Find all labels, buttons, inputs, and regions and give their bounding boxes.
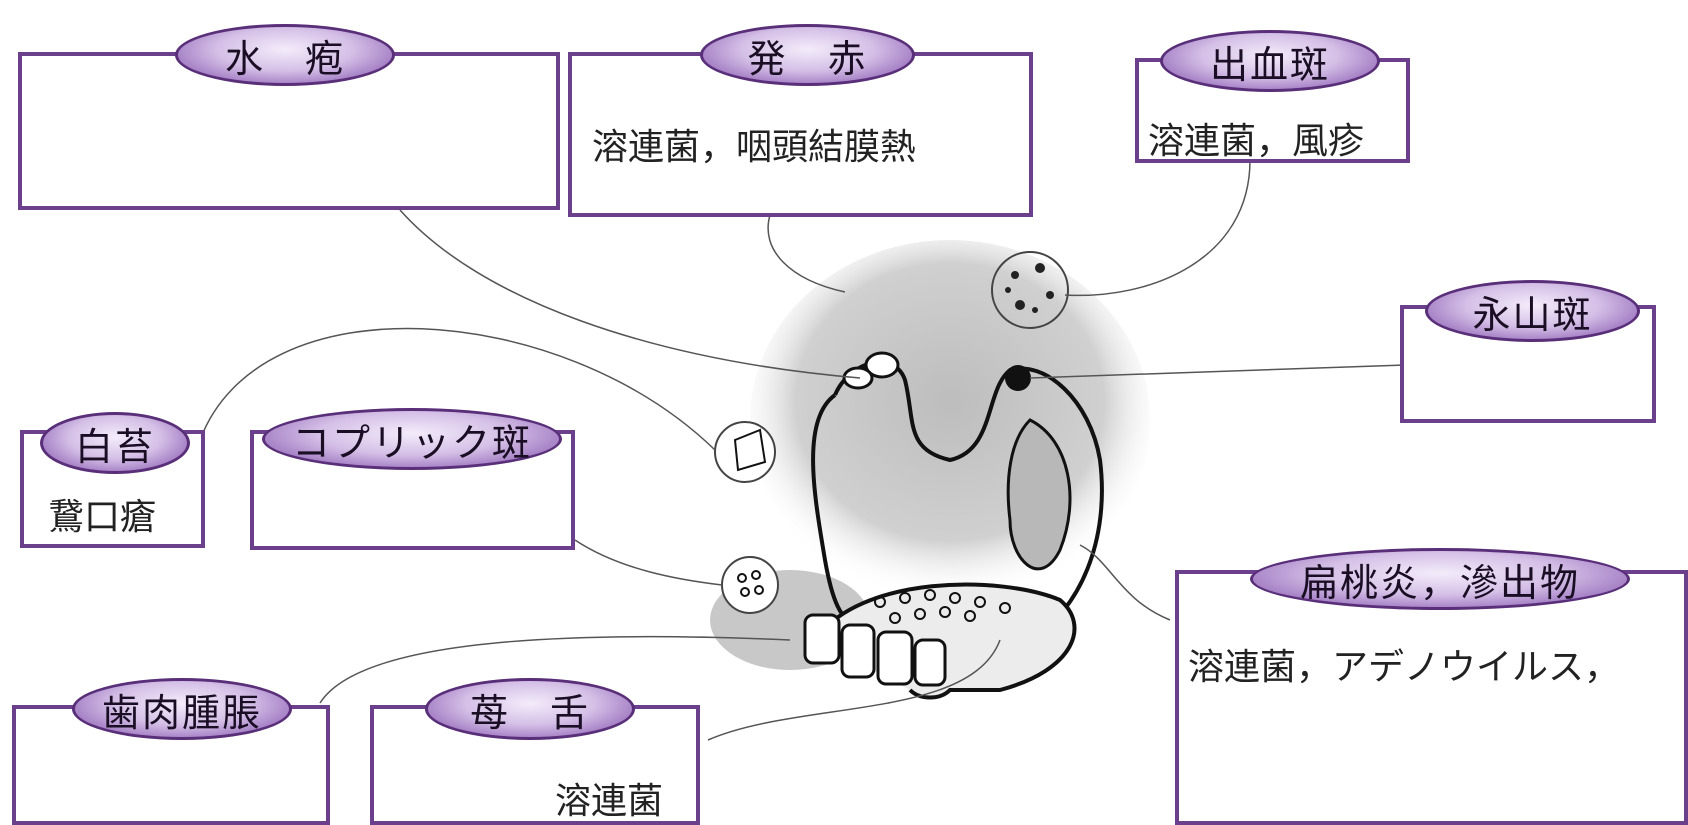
strawberry-tongue-label: 苺 舌 bbox=[425, 678, 635, 740]
tonsillitis-box bbox=[1175, 570, 1688, 825]
redness-text: 溶連菌，咽頭結膜熱 bbox=[592, 127, 917, 168]
tonsillitis-label: 扁桃炎，滲出物 bbox=[1250, 548, 1630, 610]
nagayama-spot bbox=[1005, 365, 1031, 391]
nagayama-label: 永山斑 bbox=[1425, 280, 1640, 342]
koplik-label: コプリック斑 bbox=[262, 408, 562, 470]
tonsillitis-text: 溶連菌，アデノウイルス， bbox=[1188, 647, 1621, 688]
white-coat-text: 鵞口瘡 bbox=[48, 497, 157, 538]
papillae bbox=[874, 589, 1011, 624]
hemorrhage-spot-circle bbox=[991, 251, 1069, 329]
strawberry-tongue-text: 溶連菌 bbox=[555, 781, 664, 822]
gingival-label: 歯肉腫脹 bbox=[72, 678, 292, 740]
right-tonsil bbox=[1006, 418, 1072, 571]
koplik-dots bbox=[737, 570, 764, 597]
redness-label: 発 赤 bbox=[700, 24, 915, 86]
connector-lines bbox=[199, 159, 1406, 741]
white-coat-label: 白苔 bbox=[40, 412, 190, 474]
blister-label: 水 疱 bbox=[175, 24, 395, 86]
hemorrhage-label: 出血斑 bbox=[1160, 30, 1380, 92]
uvula-outline bbox=[833, 360, 1104, 642]
hemorrhage-text: 溶連菌，風疹 bbox=[1148, 121, 1365, 162]
koplik-circle bbox=[721, 556, 779, 614]
throat-shading bbox=[750, 240, 1150, 600]
teeth bbox=[803, 613, 947, 687]
hemorrhage-dots bbox=[1005, 263, 1054, 313]
white-coat-patch bbox=[733, 428, 767, 472]
